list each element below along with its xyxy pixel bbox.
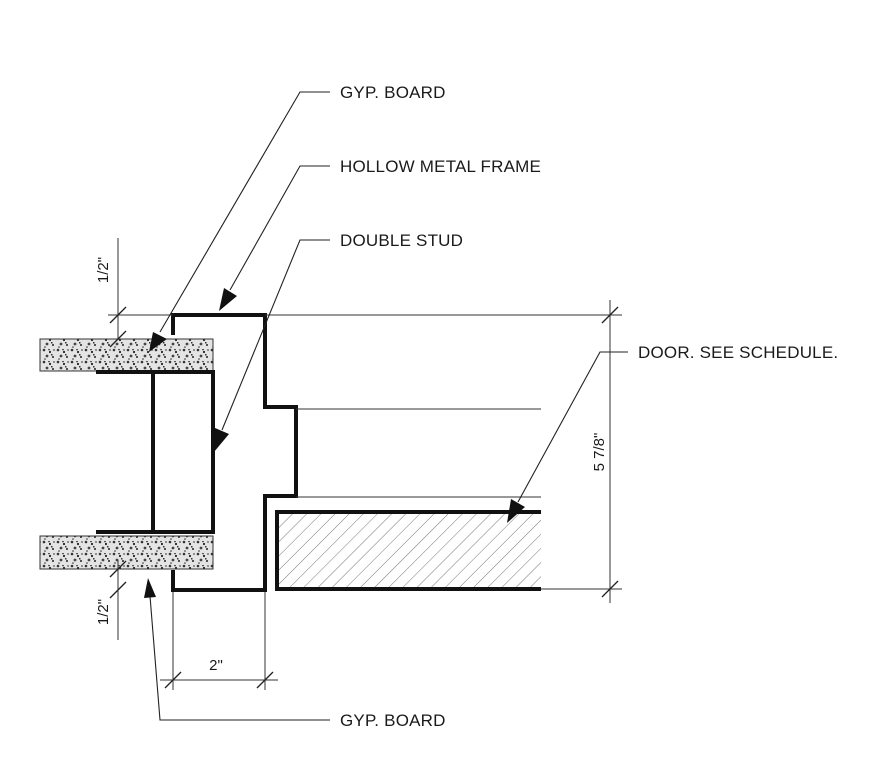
dimension-frame-width-text: 2" xyxy=(209,657,223,674)
label-double-stud: DOUBLE STUD xyxy=(340,231,463,250)
leader-hollow-metal-frame: HOLLOW METAL FRAME xyxy=(219,157,541,311)
dimension-bottom-offset-text: 1/2" xyxy=(95,599,112,625)
label-gyp-board-top: GYP. BOARD xyxy=(340,83,446,102)
leader-double-stud: DOUBLE STUD xyxy=(214,231,463,452)
dimension-door-thickness-text: 5 7/8" xyxy=(591,433,608,472)
dimension-top-offset-text: 1/2" xyxy=(95,257,112,283)
leader-gyp-board-top: GYP. BOARD xyxy=(149,83,446,352)
gyp-board-top xyxy=(39,338,214,372)
leader-gyp-board-bottom: GYP. BOARD xyxy=(144,578,446,730)
gyp-board-bottom xyxy=(39,535,214,570)
hollow-metal-frame xyxy=(171,313,298,592)
dimension-top-offset: 1/2" xyxy=(95,238,173,348)
double-stud xyxy=(96,370,215,534)
label-hollow-metal-frame: HOLLOW METAL FRAME xyxy=(340,157,541,176)
dimension-door-thickness: 5 7/8" xyxy=(591,300,619,603)
leader-door: DOOR. SEE SCHEDULE. xyxy=(507,343,838,523)
dimension-frame-width: 2" xyxy=(160,592,278,690)
label-door: DOOR. SEE SCHEDULE. xyxy=(638,343,838,362)
door-slab xyxy=(275,510,541,591)
label-gyp-board-bottom: GYP. BOARD xyxy=(340,711,446,730)
dimension-bottom-offset: 1/2" xyxy=(95,560,173,640)
